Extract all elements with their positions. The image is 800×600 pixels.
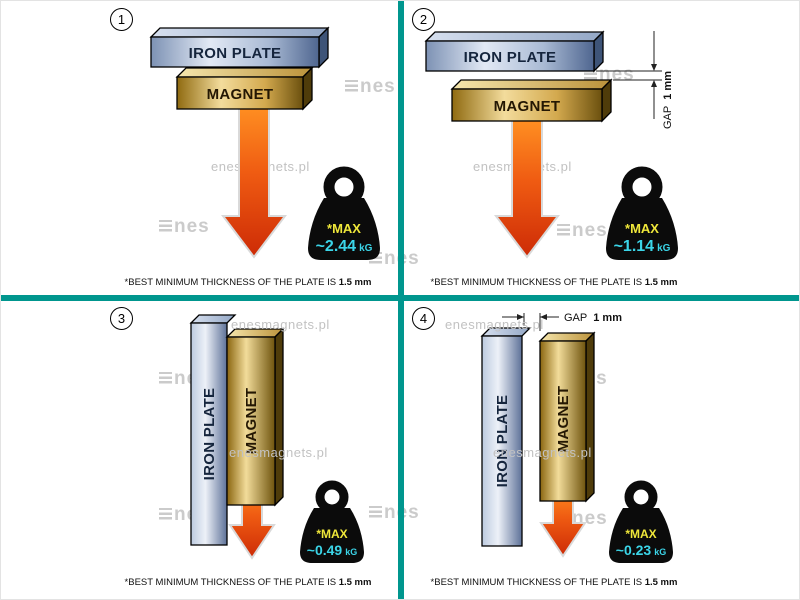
panel-1-number: 1 [110, 8, 133, 31]
caption-bold: 1.5 mm [644, 577, 678, 588]
panel-2-number: 2 [412, 8, 435, 31]
enes-logo-lines-icon [369, 505, 382, 520]
enes-logo-watermark: nes [557, 221, 608, 240]
magnet-label: MAGNET [207, 86, 274, 103]
panel-number-text: 1 [117, 12, 126, 27]
gap-dimension: GAP 1 mm [502, 312, 622, 331]
pull-arrow-icon [220, 104, 288, 259]
caption-bold: 1.5 mm [338, 277, 372, 288]
iron-plate-horizontal: IRON PLATE [424, 30, 605, 73]
panel-3-caption: *BEST MINIMUM THICKNESS OF THE PLATE IS … [95, 577, 401, 588]
max-label: *MAX [625, 527, 656, 541]
gap-word: GAP [564, 312, 587, 324]
gap-value: 1 mm [662, 71, 674, 100]
panel-3-number: 3 [110, 307, 133, 330]
weight-unit: kG [654, 547, 666, 557]
caption-text: *BEST MINIMUM THICKNESS OF THE PLATE IS [430, 577, 645, 588]
magnet-label: MAGNET [494, 98, 561, 115]
site-watermark: enesmagnets.pl [493, 445, 592, 460]
max-label: *MAX [625, 221, 659, 236]
enes-logo-text: nes [174, 216, 210, 237]
magnet-horizontal: MAGNET [175, 66, 314, 111]
iron-plate-label: IRON PLATE [189, 45, 282, 62]
iron-plate-horizontal: IRON PLATE [149, 26, 330, 69]
weight-unit: kG [345, 547, 357, 557]
max-label: *MAX [327, 221, 361, 236]
iron-plate-label: IRON PLATE [464, 49, 557, 66]
iron-plate-vertical: IRON PLATE [480, 327, 532, 547]
panel-1-caption: *BEST MINIMUM THICKNESS OF THE PLATE IS … [95, 277, 401, 288]
gap-label: GAP 1 mm [564, 312, 622, 324]
enes-logo-lines-icon [159, 507, 172, 522]
weight-value: ~1.14 [614, 238, 655, 255]
pull-arrow-icon [493, 118, 561, 259]
weight-value: ~0.23 [616, 542, 652, 558]
gap-dimension: GAP 1 mm [596, 31, 674, 129]
weight-unit: kG [359, 243, 373, 254]
magnet-vertical: MAGNET [538, 331, 596, 503]
enes-logo-watermark: nes [159, 217, 210, 236]
gap-word: GAP [662, 106, 674, 129]
caption-text: *BEST MINIMUM THICKNESS OF THE PLATE IS [124, 277, 339, 288]
panel-2-caption: *BEST MINIMUM THICKNESS OF THE PLATE IS … [401, 277, 707, 288]
weight-value: ~0.49 [307, 542, 343, 558]
magnet-label: MAGNET [555, 386, 572, 453]
panel-4-number: 4 [412, 307, 435, 330]
iron-plate-vertical: IRON PLATE [189, 314, 237, 546]
magnet-label: MAGNET [243, 388, 260, 455]
gap-value: 1 mm [593, 312, 622, 324]
enes-logo-lines-icon [557, 223, 570, 238]
enes-logo-watermark: nes [345, 77, 396, 96]
weight-value: ~2.44 [316, 238, 357, 255]
caption-text: *BEST MINIMUM THICKNESS OF THE PLATE IS [430, 277, 645, 288]
site-watermark: enesmagnets.pl [445, 317, 544, 332]
panel-number-text: 2 [419, 12, 428, 27]
panel-4-caption: *BEST MINIMUM THICKNESS OF THE PLATE IS … [401, 577, 707, 588]
enes-logo-text: nes [360, 76, 396, 97]
enes-logo-lines-icon [159, 371, 172, 386]
horizontal-divider [1, 295, 799, 301]
enes-logo-text: nes [599, 64, 635, 85]
magnet-vertical: MAGNET [225, 327, 285, 507]
weight-unit: kG [657, 243, 671, 254]
iron-plate-label: IRON PLATE [494, 395, 511, 488]
caption-bold: 1.5 mm [644, 277, 678, 288]
enes-logo-lines-icon [159, 219, 172, 234]
panel-number-text: 3 [117, 311, 126, 326]
enes-logo-text: nes [572, 220, 608, 241]
gap-label: GAP 1 mm [662, 71, 674, 129]
caption-bold: 1.5 mm [338, 577, 372, 588]
enes-logo-lines-icon [345, 79, 358, 94]
site-watermark: enesmagnets.pl [231, 317, 330, 332]
max-label: *MAX [316, 527, 347, 541]
panel-number-text: 4 [419, 311, 428, 326]
site-watermark: enesmagnets.pl [229, 445, 328, 460]
iron-plate-label: IRON PLATE [201, 388, 218, 481]
magnet-horizontal: MAGNET [450, 78, 613, 123]
caption-text: *BEST MINIMUM THICKNESS OF THE PLATE IS [124, 577, 339, 588]
